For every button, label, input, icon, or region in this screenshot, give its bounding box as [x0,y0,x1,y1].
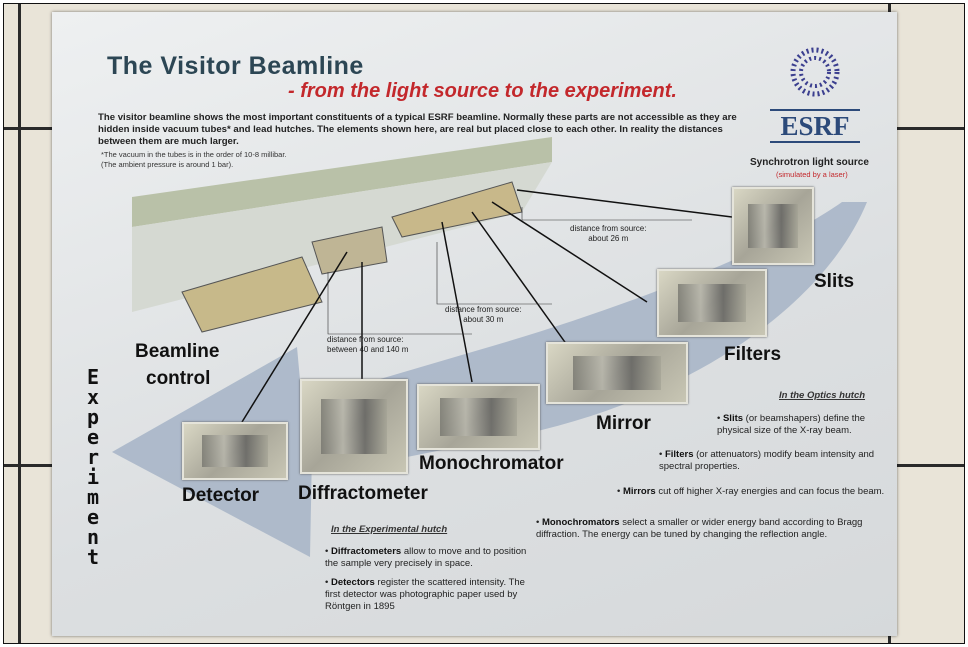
esrf-dots-icon [790,47,840,97]
tile-grout [18,4,21,643]
letter: E [86,365,100,389]
distance-40-140m: distance from source: between 40 and 140… [327,335,408,355]
letter: e [86,425,100,449]
letter: m [86,485,100,509]
label-filters: Filters [724,344,782,365]
label-detector: Detector [182,485,260,506]
monochromator-photo [417,384,540,450]
optics-heading: In the Optics hutch [779,390,866,401]
term: Detectors [330,577,375,588]
distance-value: between 40 and 140 m [327,345,409,354]
tunnel-roof [132,137,552,227]
poster-subtitle: - from the light source to the experimen… [288,80,677,102]
distance-label: distance from source: [570,224,647,233]
letter: p [86,405,100,429]
filters-description: • Filters (or attenuators) modify beam i… [659,449,875,472]
distance-label: distance from source: [327,335,404,344]
term: Slits [722,413,744,424]
letter: r [86,445,100,469]
term: Monochromators [541,517,620,528]
definition: (or beamshapers) define the physical siz… [717,413,866,436]
distance-label: distance from source: [445,305,522,314]
mirror-photo [546,342,688,404]
poster-title: The Visitor Beamline [107,52,364,80]
letter: i [86,465,100,489]
experimental-hutch [311,226,388,275]
definition: cut off higher X-ray energies and can fo… [655,486,885,497]
poster: The Visitor Beamline - from the light so… [52,12,897,636]
filters-photo [657,269,767,337]
definition: select a smaller or wider energy band ac… [536,517,863,540]
letter: x [86,385,100,409]
letter: e [86,505,100,529]
distance-26m: distance from source: about 26 m [570,224,646,244]
experimental-heading: In the Experimental hutch [331,524,448,535]
label-slits: Slits [814,271,855,292]
monochromators-description: • Monochromators select a smaller or wid… [536,517,863,540]
term: Mirrors [622,486,656,497]
distance-30m: distance from source: about 30 m [445,305,521,325]
term: Diffractometers [330,546,402,557]
slits-description: • Slits (or beamshapers) define the phys… [717,413,866,436]
detectors-description: • Detectors register the scattered inten… [325,577,525,612]
distance-brackets [327,207,692,335]
footnote: *The vacuum in the tubes is in the order… [101,150,287,169]
detector-photo [182,422,288,480]
label-control: control [146,368,211,389]
pointer-lines [241,189,733,423]
experiment-vertical-label: E x p e r i m e n t [80,367,106,567]
source-label: Synchrotron light source [750,157,869,168]
distance-value: about 30 m [463,315,504,324]
mirrors-description: • Mirrors cut off higher X-ray energies … [617,486,885,497]
label-monochromator: Monochromator [419,453,564,474]
definition: allow to move and to position the sample… [325,546,527,569]
esrf-logo-text: ESRF [770,109,860,143]
letter: n [86,525,100,549]
slits-photo [732,187,814,265]
esrf-logo: ESRF [770,42,860,143]
label-beamline: Beamline [135,341,220,362]
diffractometers-description: • Diffractometers allow to move and to p… [325,546,527,569]
label-mirror: Mirror [596,413,651,434]
term: Filters [664,449,694,460]
label-diffractometer: Diffractometer [298,483,428,504]
diffractometer-photo [300,379,408,474]
intro-text: The visitor beamline shows the most impo… [98,112,737,147]
source-note: (simulated by a laser) [776,170,848,179]
control-hutch [181,256,323,333]
definition: (or attenuators) modify beam intensity a… [659,449,875,472]
letter: t [86,545,100,569]
photo-frame: The Visitor Beamline - from the light so… [3,3,965,644]
distance-value: about 26 m [588,234,629,243]
definition: register the scattered intensity. The fi… [325,577,525,612]
